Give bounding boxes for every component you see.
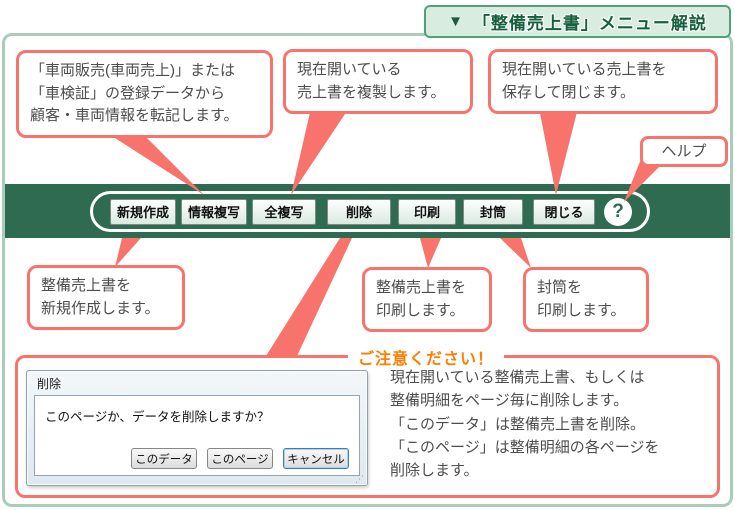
callout-envelope: 封筒を 印刷します。 bbox=[523, 267, 649, 332]
cancel-button[interactable]: キャンセル bbox=[283, 448, 349, 469]
help-icon[interactable]: ? bbox=[604, 198, 632, 226]
callout-close: 現在開いている売上書を 保存して閉じます。 bbox=[488, 49, 718, 114]
dialog-title: 削除 bbox=[37, 377, 62, 391]
info-copy-button[interactable]: 情報複写 bbox=[181, 199, 247, 225]
full-copy-button[interactable]: 全複写 bbox=[252, 199, 316, 225]
toolbar-band: 新規作成 情報複写 全複写 削除 印刷 封筒 閉じる ? bbox=[5, 184, 730, 238]
page-header-tab: ▼ 「整備売上書」メニュー解説 bbox=[424, 5, 731, 38]
callout-new: 整備売上書を 新規作成します。 bbox=[27, 265, 185, 330]
delete-button[interactable]: 削除 bbox=[327, 199, 391, 225]
callout-help: ヘルプ bbox=[640, 136, 728, 167]
caution-text: 現在開いている整備売上書、もしくは 整備明細をページ毎に削除します。 「このデー… bbox=[390, 369, 660, 479]
caution-title: ご注意ください！ bbox=[348, 345, 505, 369]
page-title: 「整備売上書」メニュー解説 bbox=[472, 14, 707, 33]
dialog-body: このページか、データを削除しますか？ このデータ このページ キャンセル bbox=[34, 395, 360, 476]
this-page-button[interactable]: このページ bbox=[207, 448, 273, 469]
print-button[interactable]: 印刷 bbox=[398, 199, 456, 225]
envelope-button[interactable]: 封筒 bbox=[463, 199, 523, 225]
callout-print: 整備売上書を 印刷します。 bbox=[362, 267, 492, 332]
callout-info-copy: 「車両販売(車両売上)」または 「車検証」の登録データから 顧客・車両情報を転記… bbox=[16, 50, 273, 138]
collapse-arrow-icon: ▼ bbox=[448, 13, 463, 30]
callout-full-copy: 現在開いている 売上書を複製します。 bbox=[283, 49, 473, 114]
resize-grip-icon[interactable]: ⋰ bbox=[355, 474, 364, 484]
caution-box: ご注意ください！ 現在開いている整備売上書、もしくは 整備明細をページ毎に削除し… bbox=[15, 345, 720, 498]
this-data-button[interactable]: このデータ bbox=[131, 448, 197, 469]
delete-dialog: 削除 このページか、データを削除しますか？ このデータ このページ キャンセル … bbox=[26, 370, 368, 486]
close-button[interactable]: 閉じる bbox=[533, 199, 595, 225]
dialog-button-row: このデータ このページ キャンセル bbox=[131, 448, 349, 469]
new-button[interactable]: 新規作成 bbox=[110, 199, 176, 225]
dialog-message: このページか、データを削除しますか？ bbox=[45, 410, 270, 424]
toolbar-group-outline bbox=[90, 191, 650, 232]
